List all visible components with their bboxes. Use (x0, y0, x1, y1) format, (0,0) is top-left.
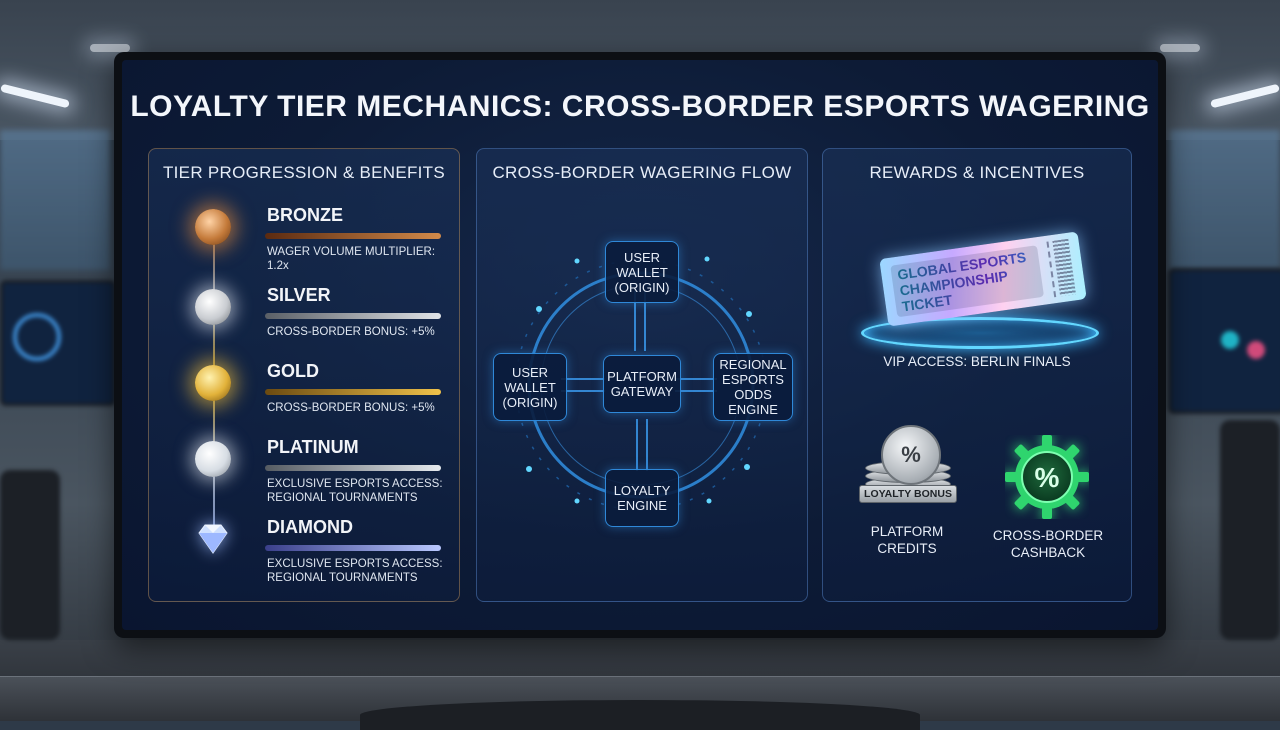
flow-node-platform-gateway[interactable]: PLATFORM GATEWAY (603, 355, 681, 413)
bronze-medal-icon (195, 209, 231, 245)
cashback-caption: CROSS-BORDER CASHBACK (992, 528, 1104, 560)
silver-medal-icon (195, 289, 231, 325)
tier-name: PLATINUM (267, 437, 359, 457)
flow-node-loyalty-engine[interactable]: LOYALTY ENGINE (605, 469, 679, 527)
ceiling-light (1160, 44, 1200, 52)
tier-silver[interactable]: SILVER CROSS-BORDER BONUS: +5% (149, 285, 459, 357)
office-window (1170, 130, 1280, 270)
background-monitor (1168, 268, 1280, 414)
championship-ticket[interactable]: GLOBAL ESPORTS CHAMPIONSHIP TICKET (879, 231, 1087, 327)
flow-node-regional-odds-engine[interactable]: REGIONAL ESPORTS ODDS ENGINE (713, 353, 793, 421)
tier-benefit: EXCLUSIVE ESPORTS ACCESS: REGIONAL TOURN… (267, 558, 443, 584)
tier-benefit: CROSS-BORDER BONUS: +5% (267, 326, 435, 338)
ticket-text: GLOBAL ESPORTS CHAMPIONSHIP TICKET (896, 247, 1046, 315)
percent-coin-icon: % (881, 425, 941, 485)
tier-benefit: WAGER VOLUME MULTIPLIER: 1.2x (267, 246, 436, 272)
panel-title: REWARDS & INCENTIVES (869, 163, 1085, 182)
rewards-panel: REWARDS & INCENTIVES GLOBAL ESPORTS CHAM… (822, 148, 1132, 602)
tier-name: DIAMOND (267, 517, 353, 537)
tier-bar (265, 233, 441, 239)
tier-gold[interactable]: GOLD CROSS-BORDER BONUS: +5% (149, 361, 459, 433)
wagering-flow-panel: CROSS-BORDER WAGERING FLOW USER WALLET (… (476, 148, 808, 602)
ticket-caption: VIP ACCESS: BERLIN FINALS (883, 354, 1071, 369)
cashback-gear-icon: % (1005, 435, 1089, 519)
gear-percent-symbol: % (1035, 462, 1060, 493)
platinum-medal-icon (195, 441, 231, 477)
monitor-stand (360, 700, 920, 730)
tier-benefit: EXCLUSIVE ESPORTS ACCESS: REGIONAL TOURN… (267, 478, 443, 504)
coin-stack-icon: % LOYALTY BONUS (859, 425, 957, 503)
office-window (0, 130, 110, 270)
dashboard-screen: LOYALTY TIER MECHANICS: CROSS-BORDER ESP… (122, 60, 1158, 630)
tier-name: GOLD (267, 361, 319, 381)
tier-name: BRONZE (267, 205, 343, 225)
tier-bar (265, 545, 441, 551)
tier-progression-panel: TIER PROGRESSION & BENEFITS BRONZE WAGER… (148, 148, 460, 602)
panel-title: TIER PROGRESSION & BENEFITS (162, 163, 446, 182)
tier-benefit: CROSS-BORDER BONUS: +5% (267, 402, 435, 414)
tier-bar (265, 389, 441, 395)
office-chair (1220, 420, 1280, 640)
tier-bar (265, 465, 441, 471)
platform-credits-caption: PLATFORM CREDITS (870, 524, 944, 556)
panel-title: CROSS-BORDER WAGERING FLOW (492, 163, 792, 182)
ceiling-light (90, 44, 130, 52)
background-monitor (0, 280, 116, 406)
coin-label: LOYALTY BONUS (859, 485, 957, 503)
tier-bar (265, 313, 441, 319)
diamond-icon (198, 524, 228, 554)
tier-bronze[interactable]: BRONZE WAGER VOLUME MULTIPLIER: 1.2x (149, 205, 459, 277)
hologram-platform (861, 317, 1099, 349)
tier-platinum[interactable]: PLATINUM EXCLUSIVE ESPORTS ACCESS: REGIO… (149, 437, 459, 509)
page-title: LOYALTY TIER MECHANICS: CROSS-BORDER ESP… (130, 90, 1150, 123)
office-chair (0, 470, 60, 640)
tier-name: SILVER (267, 285, 331, 305)
gold-medal-icon (195, 365, 231, 401)
flow-node-user-wallet-top[interactable]: USER WALLET (ORIGIN) (605, 241, 679, 303)
flow-node-user-wallet-left[interactable]: USER WALLET (ORIGIN) (493, 353, 567, 421)
tier-diamond[interactable]: DIAMOND EXCLUSIVE ESPORTS ACCESS: REGION… (149, 517, 459, 589)
